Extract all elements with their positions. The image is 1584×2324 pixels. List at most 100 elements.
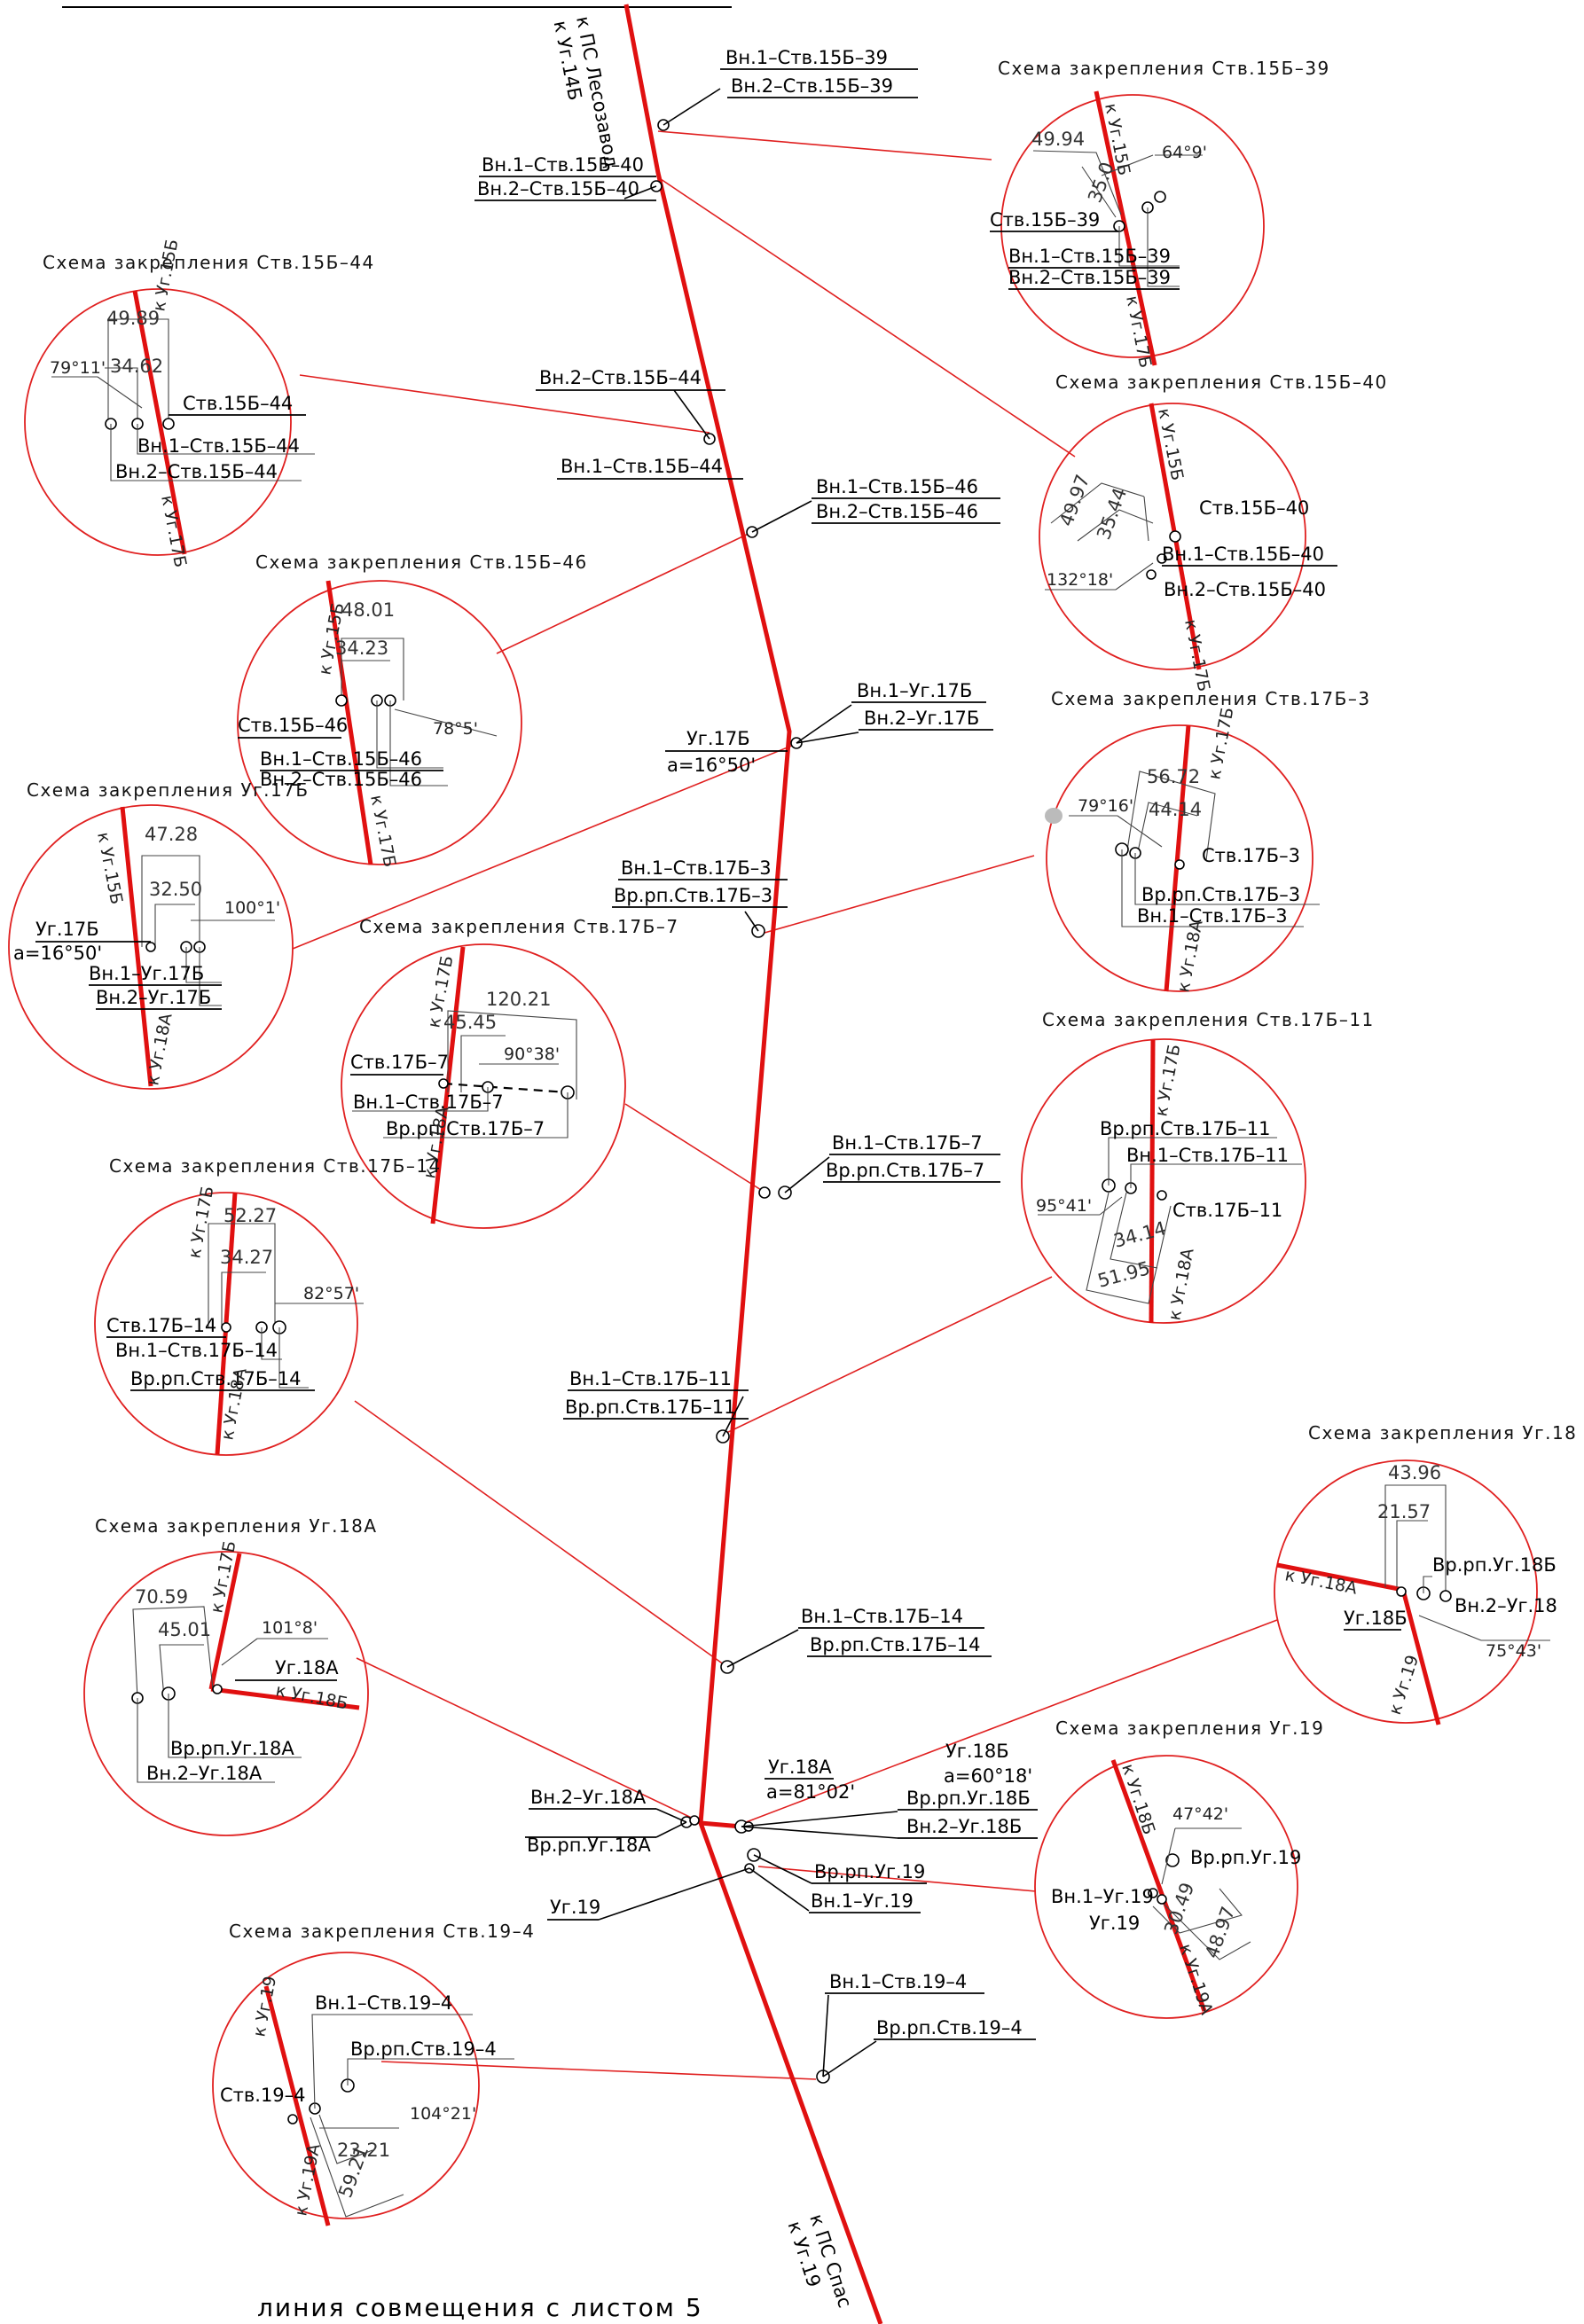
svg-text:Уг.18Б: Уг.18Б: [1344, 1608, 1408, 1629]
svg-text:Вн.1–Ств.15Б–46: Вн.1–Ств.15Б–46: [816, 476, 978, 497]
svg-text:Схема закрепления Ств.17Б–7: Схема закрепления Ств.17Б–7: [359, 916, 679, 937]
svg-text:Схема закрепления Уг.18А: Схема закрепления Уг.18А: [95, 1515, 378, 1537]
svg-text:Вр.рп.Ств.17Б–11: Вр.рп.Ств.17Б–11: [1100, 1118, 1270, 1139]
scheme-st17b-14: Схема закрепления Ств.17Б–14 52.27 34.27…: [94, 1155, 440, 1456]
svg-text:a=81°02': a=81°02': [766, 1781, 855, 1803]
svg-text:Вн.1–Ств.15Б–44: Вн.1–Ств.15Б–44: [137, 435, 300, 457]
scheme-ug17b: Схема закрепления Уг.17Б 47.28 32.50 100…: [8, 779, 310, 1090]
svg-text:Вн.1–Уг.19: Вн.1–Уг.19: [1051, 1886, 1154, 1907]
svg-text:44.14: 44.14: [1149, 799, 1202, 820]
svg-text:Вн.1–Ств.15Б–40: Вн.1–Ств.15Б–40: [482, 154, 644, 176]
svg-text:Вн.1–Ств.15Б–44: Вн.1–Ств.15Б–44: [561, 456, 723, 477]
svg-text:100°1': 100°1': [224, 898, 280, 918]
scheme-st15b-40: Схема закрепления Ств.15Б–40 49.97 35.44…: [1039, 372, 1388, 693]
svg-text:Вн.2–Ств.15Б–40: Вн.2–Ств.15Б–40: [477, 178, 639, 200]
svg-text:34.27: 34.27: [220, 1247, 273, 1268]
svg-text:Вр.рп.Ств.17Б–7: Вр.рп.Ств.17Б–7: [386, 1118, 545, 1139]
svg-text:к Уг.17Б: к Уг.17Б: [157, 494, 190, 569]
svg-text:к Уг.18А: к Уг.18А: [1164, 1247, 1197, 1322]
main-route: [623, 4, 883, 2324]
svg-text:Вр.рп.Ств.17Б–14: Вр.рп.Ств.17Б–14: [810, 1634, 980, 1655]
svg-text:Схема закрепления Ств.15Б–40: Схема закрепления Ств.15Б–40: [1055, 372, 1388, 393]
svg-text:Вр.рп.Уг.19: Вр.рп.Уг.19: [814, 1861, 925, 1882]
svg-text:82°57': 82°57': [303, 1284, 359, 1303]
svg-text:Уг.19: Уг.19: [550, 1897, 600, 1918]
svg-text:к Уг.17Б: к Уг.17Б: [1122, 294, 1155, 370]
svg-text:79°16': 79°16': [1078, 796, 1133, 816]
svg-text:Вн.1–Ств.19–4: Вн.1–Ств.19–4: [829, 1971, 967, 1992]
svg-text:к Уг.17Б: к Уг.17Б: [184, 1185, 217, 1260]
svg-text:Вр.рп.Уг.19: Вр.рп.Уг.19: [1190, 1847, 1301, 1868]
scheme-st19-4: Схема закрепления Ств.19–4 59.21 23.21 1…: [212, 1921, 535, 2226]
svg-text:132°18': 132°18': [1047, 570, 1113, 590]
svg-text:Схема закрепления Уг.18: Схема закрепления Уг.18: [1308, 1422, 1577, 1444]
svg-text:a=16°50': a=16°50': [667, 755, 756, 776]
svg-text:Ств.15Б–44: Ств.15Б–44: [183, 393, 293, 414]
svg-text:Вн.2–Ств.15Б–44: Вн.2–Ств.15Б–44: [539, 367, 702, 388]
svg-text:Вр.рп.Уг.18А: Вр.рп.Уг.18А: [527, 1835, 651, 1856]
svg-text:70.59: 70.59: [135, 1586, 188, 1608]
svg-text:Вр.рп.Ств.17Б–14: Вр.рп.Ств.17Б–14: [130, 1368, 301, 1389]
svg-text:к Уг.19А: к Уг.19А: [291, 2142, 324, 2218]
svg-text:Ств.15Б–39: Ств.15Б–39: [990, 209, 1100, 231]
svg-text:Схема закрепления Ств.17Б–11: Схема закрепления Ств.17Б–11: [1042, 1009, 1375, 1030]
svg-text:Вн.1–Уг.17Б: Вн.1–Уг.17Б: [89, 963, 204, 984]
svg-text:Вр.рп.Уг.18А: Вр.рп.Уг.18А: [170, 1738, 294, 1759]
svg-text:к Уг.15Б: к Уг.15Б: [149, 238, 182, 313]
svg-text:78°5': 78°5': [433, 719, 478, 739]
svg-text:Вн.2–Ств.15Б–39: Вн.2–Ств.15Б–39: [731, 75, 893, 97]
svg-text:a=60°18': a=60°18': [944, 1765, 1032, 1787]
svg-text:Вн.1–Ств.19–4: Вн.1–Ств.19–4: [315, 1992, 452, 2014]
svg-text:34.14: 34.14: [1111, 1217, 1168, 1252]
svg-text:Уг.17Б: Уг.17Б: [686, 728, 750, 749]
svg-text:52.27: 52.27: [223, 1205, 277, 1226]
svg-text:Вн.1–Ств.17Б–3: Вн.1–Ств.17Б–3: [621, 857, 772, 879]
svg-text:к Уг.17Б: к Уг.17Б: [1180, 618, 1213, 693]
svg-text:Вн.1–Уг.19: Вн.1–Уг.19: [811, 1890, 914, 1912]
svg-text:Вр.рп.Ств.17Б–3: Вр.рп.Ств.17Б–3: [614, 885, 772, 906]
svg-text:Вн.1–Ств.17Б–14: Вн.1–Ств.17Б–14: [115, 1340, 278, 1361]
svg-text:43.96: 43.96: [1388, 1462, 1441, 1483]
connector-lines: [292, 130, 1278, 2080]
svg-text:Ств.15Б–46: Ств.15Б–46: [238, 715, 348, 736]
svg-text:Уг.18А: Уг.18А: [768, 1757, 832, 1778]
svg-text:32.50: 32.50: [149, 879, 202, 900]
svg-text:64°9': 64°9': [1162, 143, 1207, 162]
svg-text:Вн.1–Ств.17Б–11: Вн.1–Ств.17Б–11: [569, 1368, 732, 1389]
svg-text:Вн.2–Уг.18А: Вн.2–Уг.18А: [530, 1787, 647, 1808]
svg-text:79°11': 79°11': [50, 358, 106, 378]
svg-text:Вн.2–Ств.15Б–39: Вн.2–Ств.15Б–39: [1008, 267, 1171, 288]
scheme-st17b-11: Схема закрепления Ств.17Б–11 51.95 34.14…: [1021, 1009, 1375, 1324]
svg-text:Вр.рп.Ств.19–4: Вр.рп.Ств.19–4: [350, 2038, 497, 2060]
scheme-st17b-3: Схема закрепления Ств.17Б–3 56.72 44.14 …: [1045, 688, 1371, 994]
svg-text:Схема закрепления Ств.15Б–46: Схема закрепления Ств.15Б–46: [255, 552, 588, 573]
svg-text:Вн.2–Уг.18: Вн.2–Уг.18: [1455, 1595, 1557, 1616]
svg-text:Вн.2–Ств.15Б–40: Вн.2–Ств.15Б–40: [1164, 579, 1326, 600]
svg-text:Схема закрепления Ств.17Б–3: Схема закрепления Ств.17Б–3: [1051, 688, 1371, 709]
svg-text:120.21: 120.21: [486, 989, 551, 1010]
svg-text:Вн.2–Ств.15Б–44: Вн.2–Ств.15Б–44: [115, 461, 278, 482]
svg-text:Ств.17Б–11: Ств.17Б–11: [1172, 1200, 1282, 1221]
svg-text:Вн.1–Ств.17Б–7: Вн.1–Ств.17Б–7: [832, 1132, 983, 1154]
svg-text:Ств.19–4: Ств.19–4: [220, 2085, 306, 2106]
scheme-ug18: Схема закрепления Уг.18 43.96 21.57 75°4…: [1274, 1422, 1577, 1725]
svg-text:Ств.17Б–14: Ств.17Б–14: [106, 1315, 216, 1336]
svg-text:49.89: 49.89: [106, 308, 160, 329]
svg-text:51.95: 51.95: [1095, 1257, 1152, 1292]
svg-text:Схема закрепления Ств.15Б–39: Схема закрепления Ств.15Б–39: [998, 58, 1330, 79]
scheme-st15b-39: Схема закрепления Ств.15Б–39 49.94 35.0 …: [990, 58, 1330, 370]
svg-text:34.62: 34.62: [110, 356, 163, 377]
svg-text:Вн.1–Ств.17Б–3: Вн.1–Ств.17Б–3: [1137, 905, 1288, 927]
svg-text:75°43': 75°43': [1486, 1641, 1541, 1661]
scheme-st17b-7: Схема закрепления Ств.17Б–7 120.21 45.45…: [341, 916, 679, 1229]
svg-text:Вн.1–Ств.17Б–7: Вн.1–Ств.17Б–7: [353, 1092, 504, 1113]
svg-text:Схема закрепления Уг.17Б: Схема закрепления Уг.17Б: [27, 779, 310, 801]
svg-text:Уг.18А: Уг.18А: [275, 1657, 339, 1678]
svg-text:Вн.2–Уг.17Б: Вн.2–Уг.17Б: [96, 987, 211, 1008]
svg-text:21.57: 21.57: [1377, 1501, 1431, 1522]
svg-text:Схема закрепления Ств.19–4: Схема закрепления Ств.19–4: [229, 1921, 535, 1942]
svg-text:101°8': 101°8': [262, 1618, 318, 1638]
svg-text:Ств.15Б–40: Ств.15Б–40: [1199, 497, 1309, 519]
svg-text:Вр.рп.Ств.17Б–7: Вр.рп.Ств.17Б–7: [826, 1160, 984, 1181]
svg-text:Вн.2–Ств.15Б–46: Вн.2–Ств.15Б–46: [260, 769, 422, 790]
